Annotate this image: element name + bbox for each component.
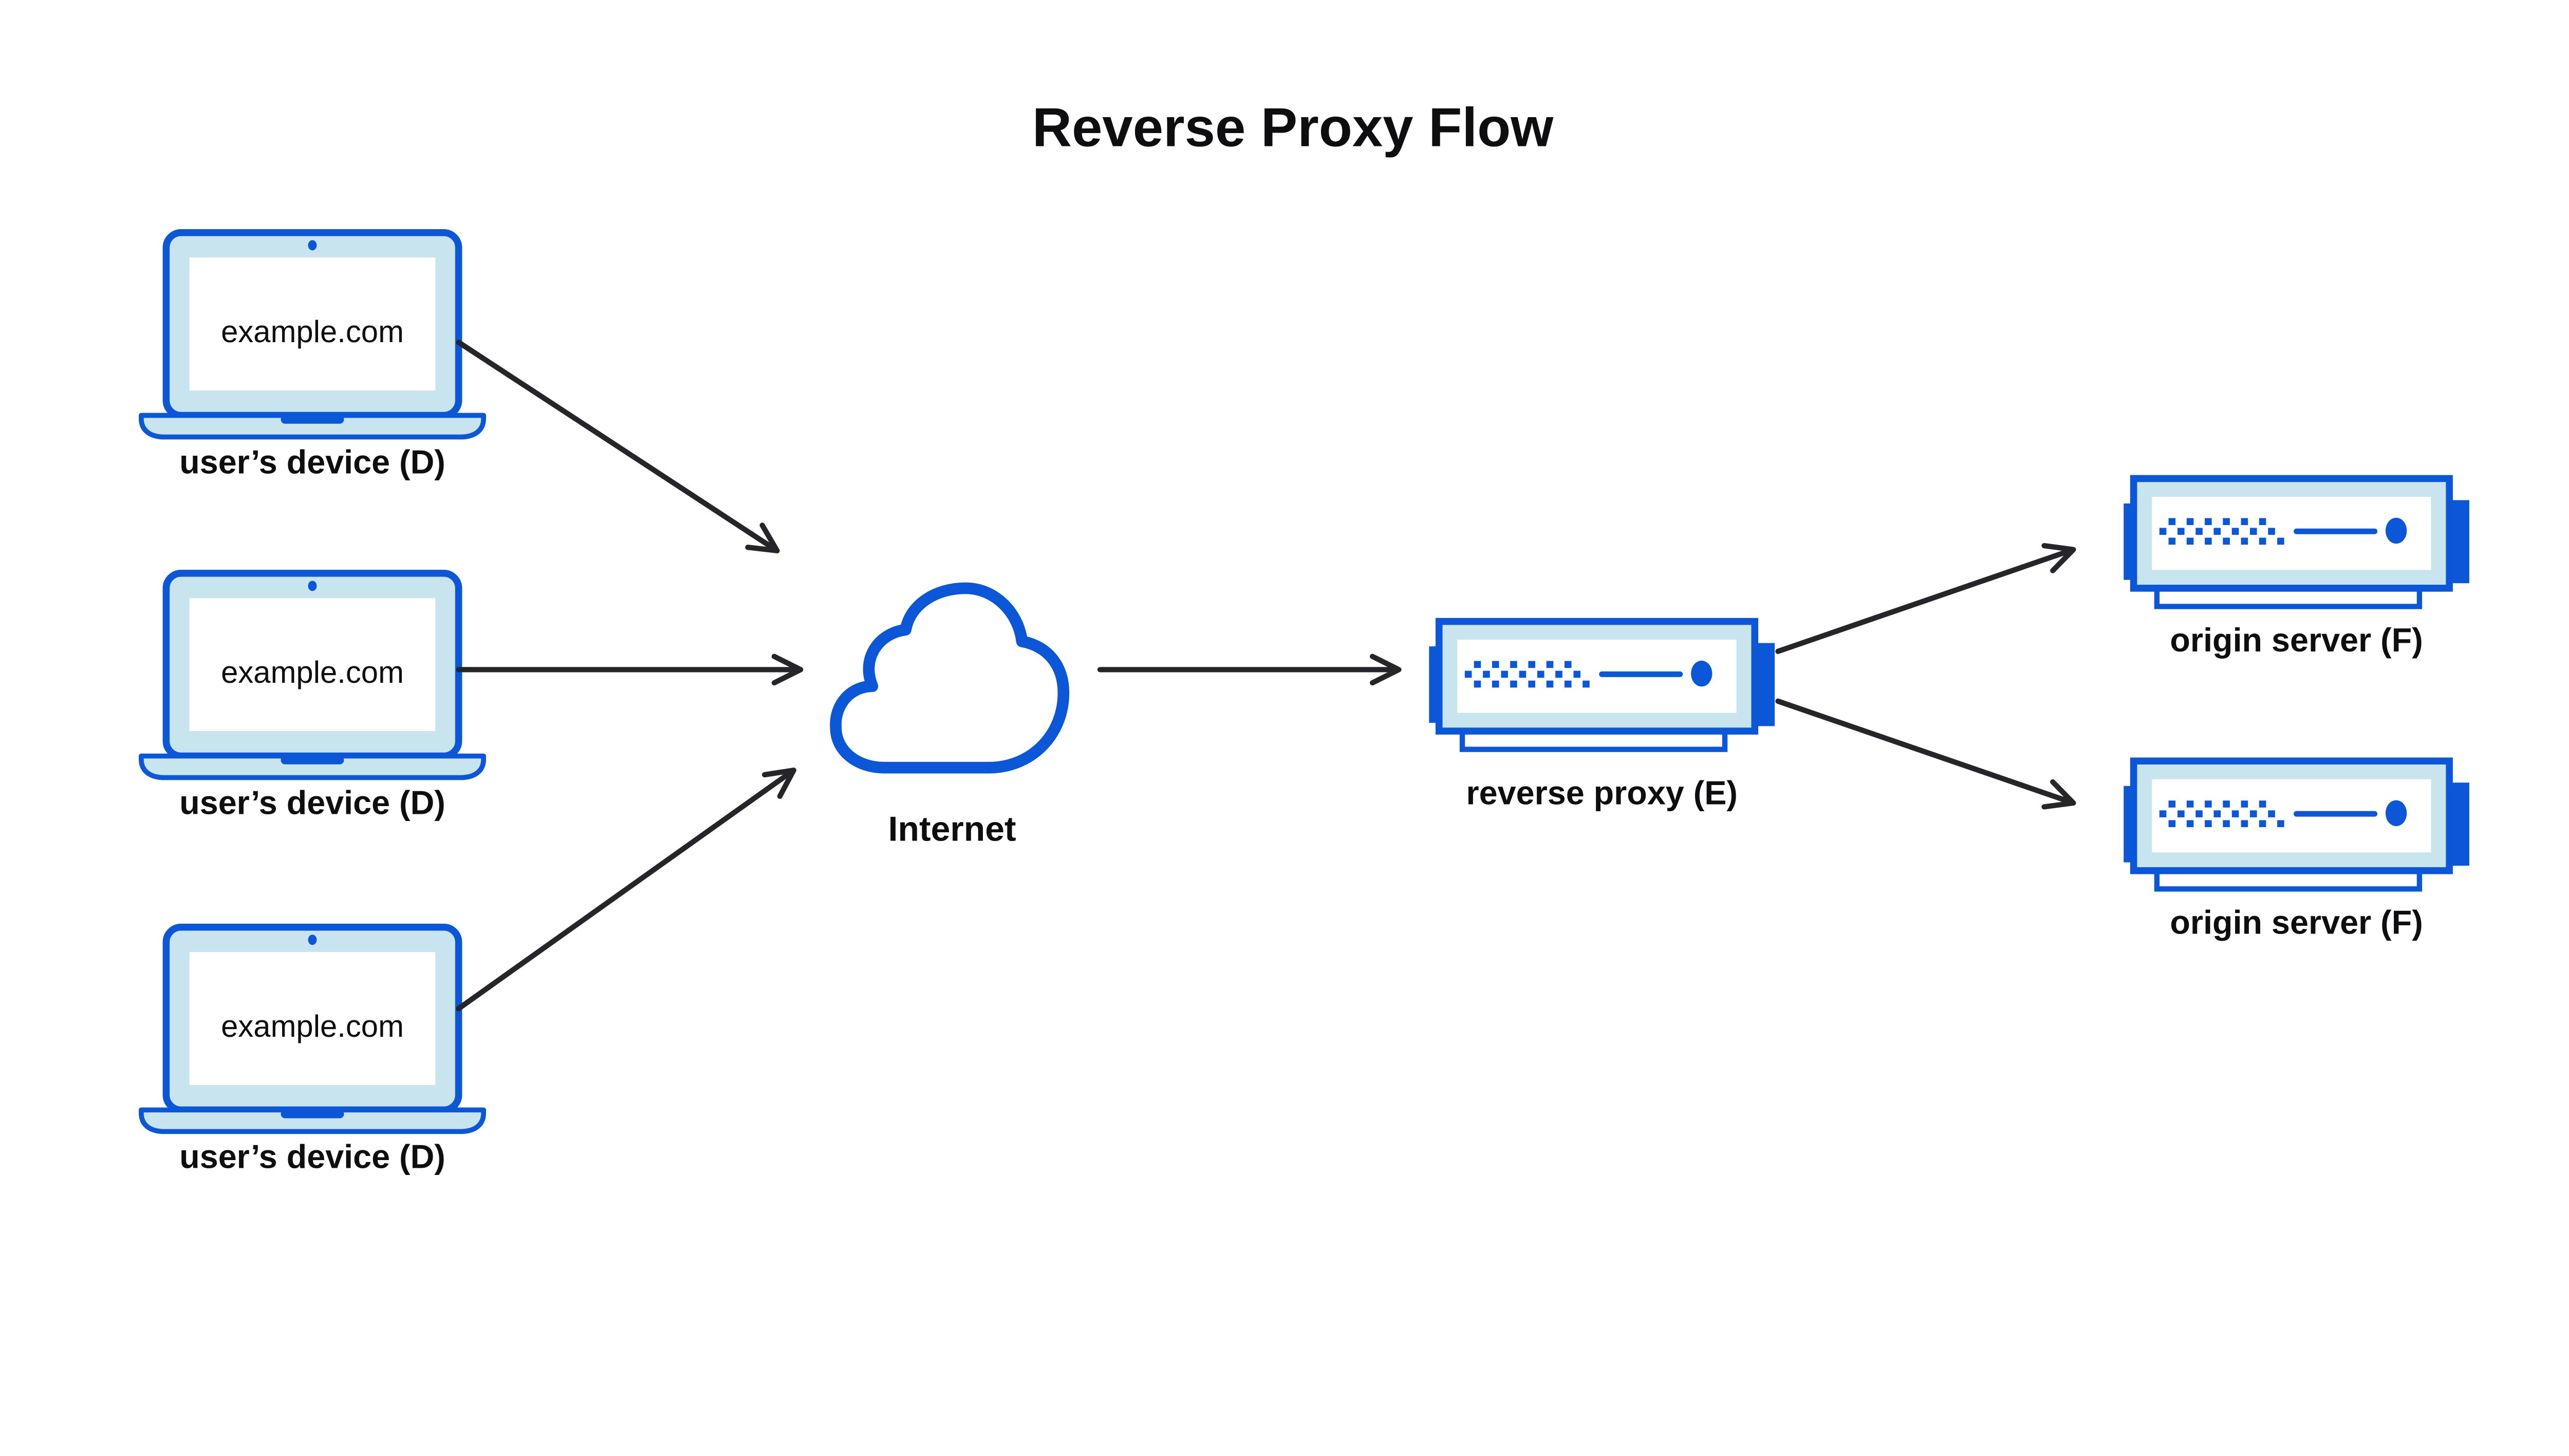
reverse-proxy-flow-diagram: Reverse Proxy Flow example.com user’s de… [0, 97, 2569, 1175]
page-title: Reverse Proxy Flow [1032, 97, 1554, 158]
device-caption: user’s device (D) [179, 1138, 445, 1175]
device-caption: user’s device (D) [179, 784, 445, 822]
arrow-device1-to-internet [456, 340, 780, 554]
internet-node: Internet [830, 582, 1070, 848]
flow-arrows [456, 340, 2076, 1012]
device-caption: user’s device (D) [179, 443, 445, 481]
user-device-1: example.com user’s device (D) [141, 233, 483, 481]
device-screen-text: example.com [221, 655, 404, 689]
origin-server-2: origin server (F) [2124, 761, 2469, 941]
internet-label: Internet [888, 810, 1016, 848]
server-icon [1429, 622, 1775, 750]
diagram-stage: Reverse Proxy Flow example.com user’s de… [0, 96, 2569, 1175]
origin-server-label: origin server (F) [2170, 904, 2423, 941]
user-device-2: example.com user’s device (D) [141, 573, 483, 822]
arrow-proxy-to-origin2 [1775, 698, 2076, 810]
device-screen-text: example.com [221, 314, 404, 349]
arrow-device3-to-internet [456, 768, 796, 1012]
server-icon [2124, 761, 2469, 889]
reverse-proxy-label: reverse proxy (E) [1466, 774, 1738, 811]
origin-server-label: origin server (F) [2170, 621, 2423, 659]
user-device-3: example.com user’s device (D) [141, 927, 483, 1175]
server-icon [2124, 478, 2469, 606]
arrow-proxy-to-origin1 [1775, 543, 2076, 654]
origin-server-1: origin server (F) [2124, 478, 2469, 659]
device-screen-text: example.com [221, 1009, 404, 1043]
reverse-proxy-node: reverse proxy (E) [1429, 622, 1775, 811]
cloud-icon [830, 582, 1070, 774]
